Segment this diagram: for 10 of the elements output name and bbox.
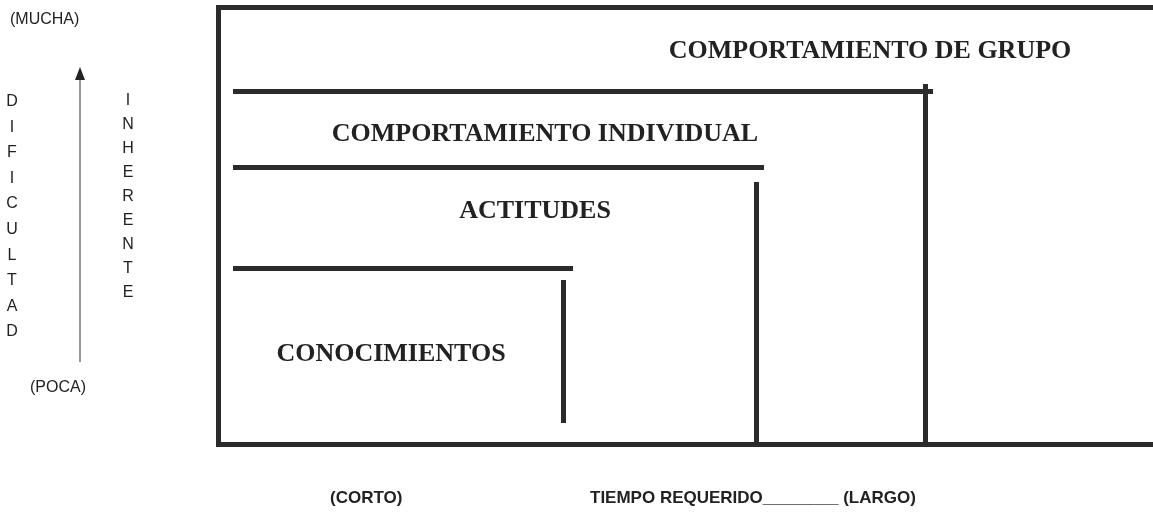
axis-title: DIFICULTAD (6, 91, 18, 342)
axis-label: TIEMPO REQUERIDO________ (LARGO) (590, 488, 916, 508)
region-label: COMPORTAMIENTO DE GRUPO (667, 35, 1073, 65)
axis-title: INHERENTE (122, 90, 134, 302)
axis-label: (POCA) (30, 378, 86, 396)
axis-label: (CORTO) (330, 488, 403, 508)
region-label: COMPORTAMIENTO INDIVIDUAL (330, 118, 760, 148)
axis-label: (MUCHA) (10, 10, 80, 28)
region-label: ACTITUDES (458, 195, 612, 225)
region-label: CONOCIMIENTOS (275, 338, 507, 368)
